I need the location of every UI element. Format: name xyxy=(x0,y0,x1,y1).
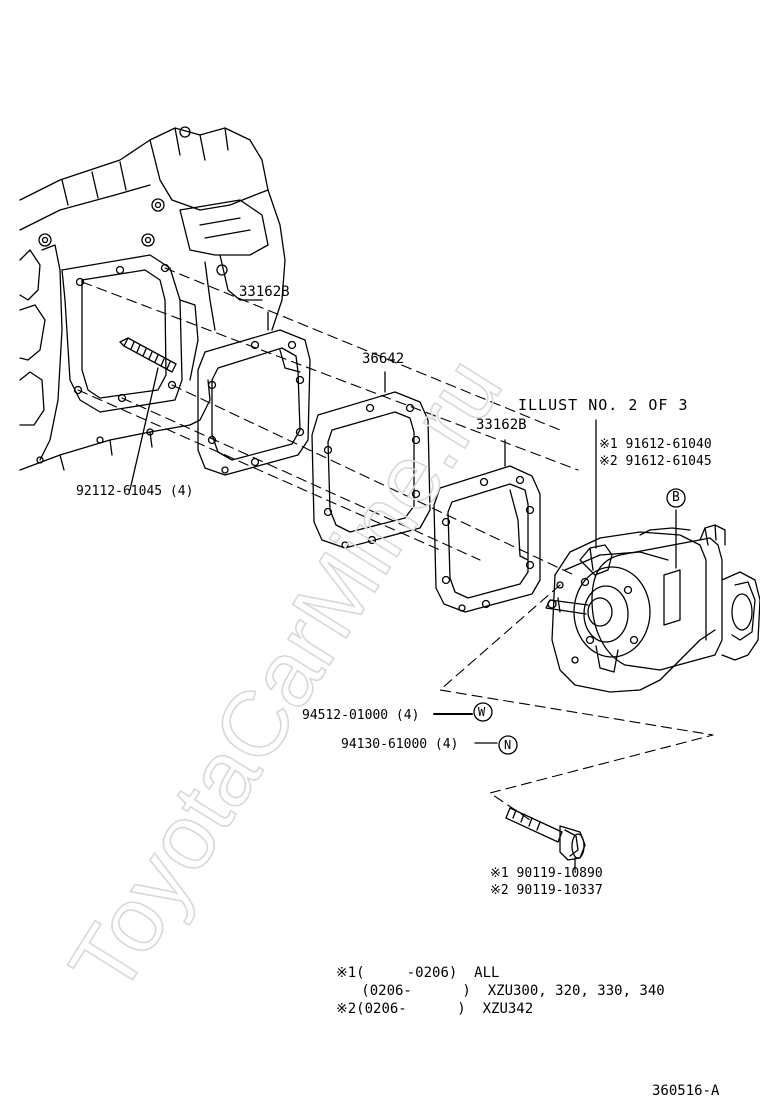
part-33162b-right: 33162B xyxy=(476,417,527,433)
illust-number: ILLUST NO. 2 OF 3 xyxy=(518,396,689,414)
marker-w: W xyxy=(478,705,486,719)
stud-bolt-leader xyxy=(129,367,159,491)
part-90119-10337: ※2 90119-10337 xyxy=(490,883,603,898)
marker-n-circle xyxy=(498,735,518,755)
part-91612-61040: ※1 91612-61040 xyxy=(599,437,712,452)
marker-b: B xyxy=(672,490,680,505)
note-line-3: ※2(0206- ) XZU342 xyxy=(336,1001,534,1017)
alignment-lines xyxy=(77,267,714,821)
diagram-code: 360516-A xyxy=(652,1083,720,1099)
marker-n: N xyxy=(504,738,512,752)
part-90119-10890: ※1 90119-10890 xyxy=(490,866,603,881)
part-94130-61000: 94130-61000 (4) xyxy=(341,737,459,752)
marker-w-circle xyxy=(473,702,493,722)
pto-assembly xyxy=(545,524,760,693)
part-91612-61045: ※2 91612-61045 xyxy=(599,454,712,469)
stud-bolt xyxy=(119,337,177,373)
part-92112-61045: 92112-61045 (4) xyxy=(76,484,194,499)
gasket-left xyxy=(197,329,311,476)
transmission-housing xyxy=(19,126,286,471)
part-36642: 36642 xyxy=(362,351,405,367)
spacer-plate xyxy=(311,391,431,549)
marker-b-circle xyxy=(666,488,686,508)
gasket-right xyxy=(433,465,541,613)
part-33162b-left: 33162B xyxy=(239,284,290,300)
part-94512-01000: 94512-01000 (4) xyxy=(302,708,420,723)
note-line-2: (0206- ) XZU300, 320, 330, 340 xyxy=(336,983,665,999)
note-line-1: ※1( -0206) ALL xyxy=(336,965,500,981)
flange-bolt xyxy=(505,807,586,861)
